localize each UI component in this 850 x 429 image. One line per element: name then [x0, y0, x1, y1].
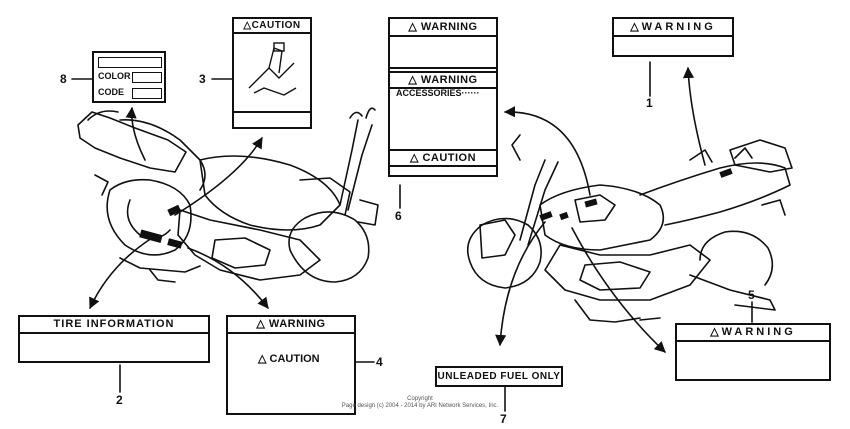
callout-5: 5: [748, 288, 755, 302]
warning-label-6-mid-header: △ WARNING: [390, 71, 496, 89]
arrow-to-label-1: [682, 66, 706, 166]
right-bike-headlight: [479, 219, 516, 259]
left-bike-engine: [177, 209, 321, 281]
right-bike-seat: [639, 162, 791, 226]
caution-label-6-footer: △ CAUTION: [390, 149, 496, 167]
left-bike-seat: [119, 119, 206, 191]
accessories-text: ACCESSORIES······: [396, 88, 480, 98]
caution-label-3: △CAUTION: [232, 17, 312, 129]
right-bike-tail: [729, 139, 793, 173]
left-bike-tank: [199, 155, 341, 231]
arrow-to-label-5: [571, 227, 666, 353]
callout-6: 6: [395, 209, 402, 223]
warning-label-5-header: △WARNING: [677, 325, 829, 342]
tire-information-header: TIRE INFORMATION: [20, 317, 208, 334]
warning-label-6-top-header: △ WARNING: [390, 19, 496, 37]
left-bike-fork: [339, 119, 359, 206]
warning-label-1: △WARNING: [612, 17, 734, 57]
right-bike-exhaust: [689, 274, 776, 311]
callout-1: 1: [646, 96, 653, 110]
right-bike-front-wheel: [466, 217, 542, 289]
left-bike-rear-fender: [87, 110, 119, 121]
code-text: CODE: [98, 87, 125, 97]
warning-label-6: △ WARNING △ WARNING ACCESSORIES······ △ …: [388, 17, 498, 177]
left-bike-handlebar: [349, 107, 376, 119]
callout-4: 4: [376, 355, 383, 369]
color-text: COLOR: [98, 71, 131, 81]
warning-label-4-header: △ WARNING: [228, 317, 354, 334]
warning-label-5: △WARNING: [675, 323, 831, 381]
fuel-label-7: UNLEADED FUEL ONLY: [435, 366, 563, 387]
caution-text-4: △ CAUTION: [258, 353, 320, 365]
right-bike-engine: [544, 244, 711, 301]
unleaded-fuel-text: UNLEADED FUEL ONLY: [437, 371, 561, 382]
arrow-to-label-2: [89, 237, 153, 310]
right-bike-fork: [519, 159, 546, 241]
caution-pictogram: [248, 42, 297, 96]
left-bike-tail: [77, 111, 187, 173]
warning-label-4: △ WARNING △ CAUTION: [226, 315, 356, 415]
right-bike-rear-wheel: [699, 230, 774, 286]
warning-label-1-header: △WARNING: [614, 19, 732, 37]
left-bike-rear-wheel: [106, 178, 192, 256]
right-bike-tank: [539, 184, 665, 251]
caution-label-3-header: △CAUTION: [234, 19, 310, 34]
arrow-to-label-7: [495, 221, 546, 347]
arrow-to-label-4: [187, 247, 269, 309]
arrow-to-label-8: [125, 106, 146, 161]
left-bike-exhaust: [119, 257, 201, 273]
arrow-to-label-6: [503, 106, 591, 196]
callout-3: 3: [199, 72, 206, 86]
callout-7: 7: [500, 412, 507, 426]
arrow-to-label-3: [174, 137, 263, 216]
tire-information-label-2: TIRE INFORMATION: [18, 315, 210, 363]
callout-8: 8: [60, 72, 67, 86]
copyright-line-2: Page design (c) 2004 - 2014 by ARI Netwo…: [341, 403, 499, 409]
callout-2: 2: [116, 393, 123, 407]
left-bike-front-wheel: [288, 211, 370, 283]
copyright-line-1: Copyright: [407, 396, 433, 402]
color-code-label-8: COLOR CODE: [92, 51, 166, 103]
